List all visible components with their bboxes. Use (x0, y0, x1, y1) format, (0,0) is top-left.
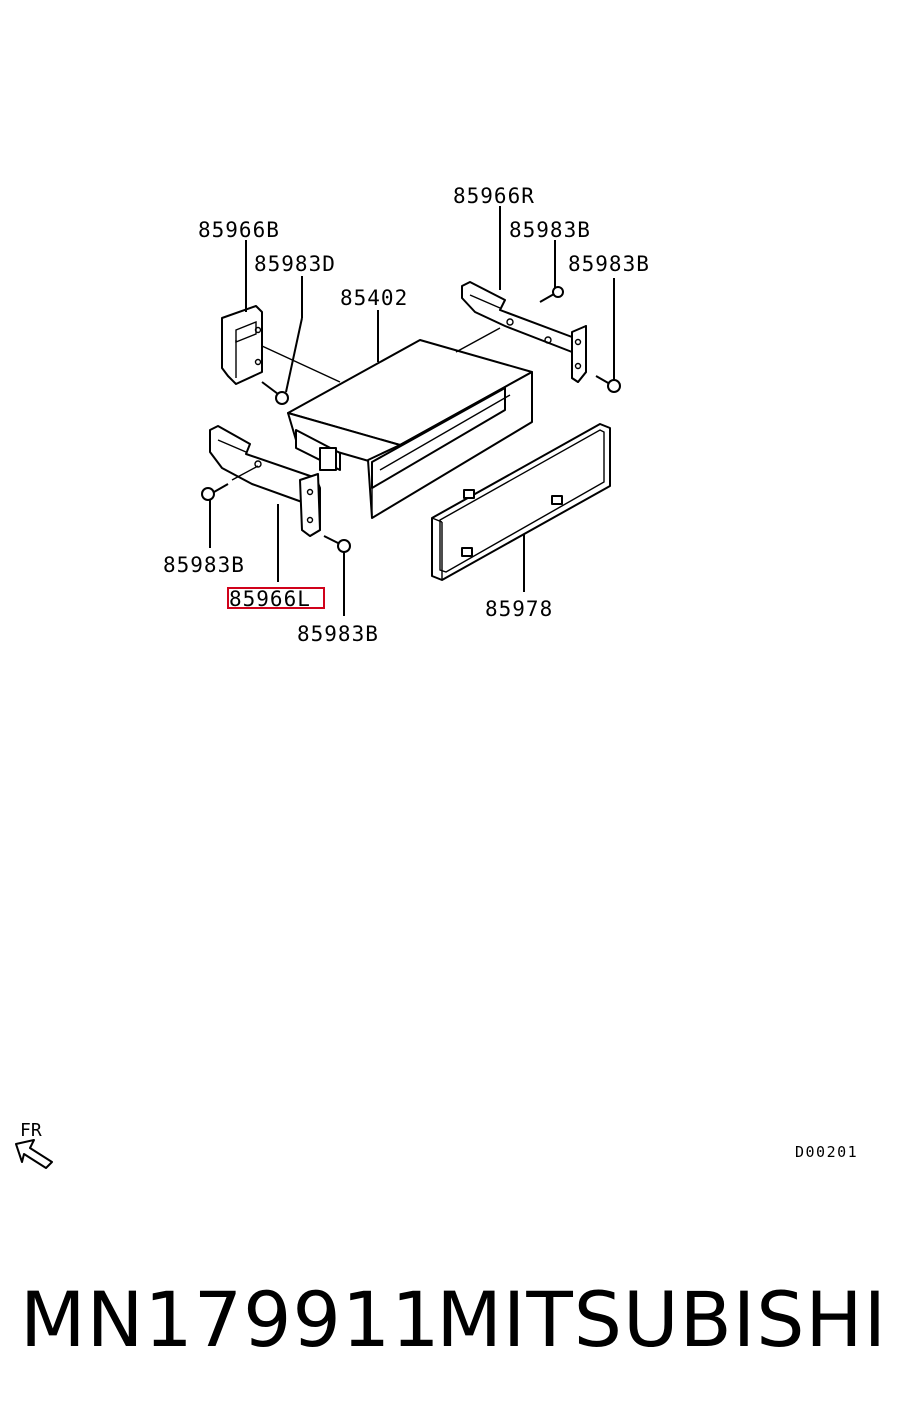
bracket-right (461, 281, 587, 383)
label-85966R[interactable]: 85966R (453, 184, 535, 208)
bracket-left-back (221, 305, 263, 385)
footer: MN179911 MITSUBISHI (0, 1270, 909, 1380)
pocket-lid (431, 423, 611, 581)
storage-pocket (287, 339, 533, 519)
label-85983B-lh-bottom[interactable]: 85983B (297, 622, 379, 646)
screw-rh-right (595, 375, 621, 393)
screw-lh-left (201, 483, 229, 501)
arrow-icon (15, 1139, 53, 1169)
label-85966B[interactable]: 85966B (198, 218, 280, 242)
label-85402[interactable]: 85402 (340, 286, 408, 310)
label-85983B-lh-left[interactable]: 85983B (163, 553, 245, 577)
callout-labels: 85966R 85983B 85983B 85966B 85983D 85402… (163, 184, 650, 646)
label-85978[interactable]: 85978 (485, 597, 553, 621)
front-direction-indicator: FR (15, 1120, 53, 1169)
screw-lh-top (261, 381, 289, 405)
screw-rh-top (539, 286, 564, 303)
part-number: MN179911 (20, 1275, 441, 1364)
highlight-box (227, 587, 325, 609)
brand-name: MITSUBISHI (436, 1275, 887, 1364)
assembly-lines (231, 327, 501, 481)
label-85983B-rh-top[interactable]: 85983B (509, 218, 591, 242)
label-85983B-rh-right[interactable]: 85983B (568, 252, 650, 276)
direction-label: FR (20, 1120, 42, 1141)
screw-lh-bottom (323, 535, 351, 553)
label-85966L[interactable]: 85966L (229, 587, 311, 611)
leader-lines (209, 206, 615, 616)
label-85983D[interactable]: 85983D (254, 252, 336, 276)
bracket-left-front (209, 425, 321, 537)
diagram-code: D00201 (795, 1143, 858, 1161)
